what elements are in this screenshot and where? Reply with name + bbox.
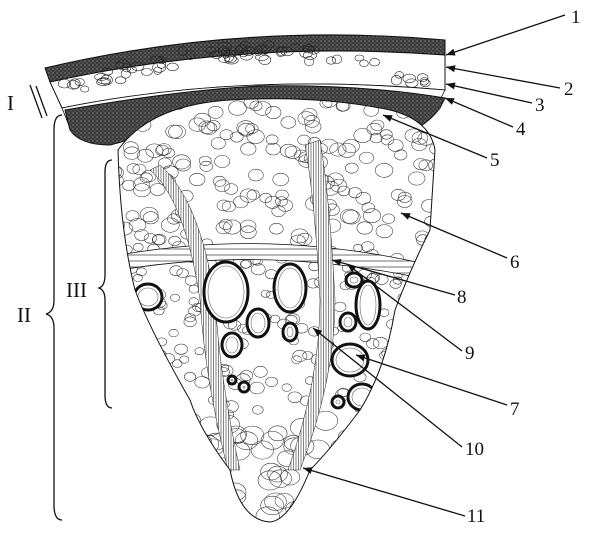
vascular-wedge — [99, 93, 460, 528]
label-1: 1 — [571, 7, 581, 28]
label-4: 4 — [516, 119, 526, 140]
label-7: 7 — [510, 399, 520, 420]
bracket-i-second — [36, 86, 47, 116]
bracket-i — [30, 85, 42, 118]
label-11: 11 — [467, 506, 485, 527]
label-9: 9 — [465, 343, 475, 364]
label-8: 8 — [457, 287, 467, 308]
label-2: 2 — [564, 79, 574, 100]
label-i: I — [7, 91, 14, 115]
numbered-labels: 1 2 3 4 5 6 7 8 9 10 11 — [457, 7, 581, 527]
label-10: 10 — [465, 439, 484, 460]
bracket-ii — [46, 115, 62, 520]
label-5: 5 — [490, 150, 500, 171]
label-6: 6 — [510, 252, 520, 273]
label-ii: II — [17, 303, 31, 327]
label-3: 3 — [535, 95, 545, 116]
brackets — [30, 85, 112, 520]
bracket-iii — [99, 160, 112, 408]
label-iii: III — [66, 278, 87, 302]
